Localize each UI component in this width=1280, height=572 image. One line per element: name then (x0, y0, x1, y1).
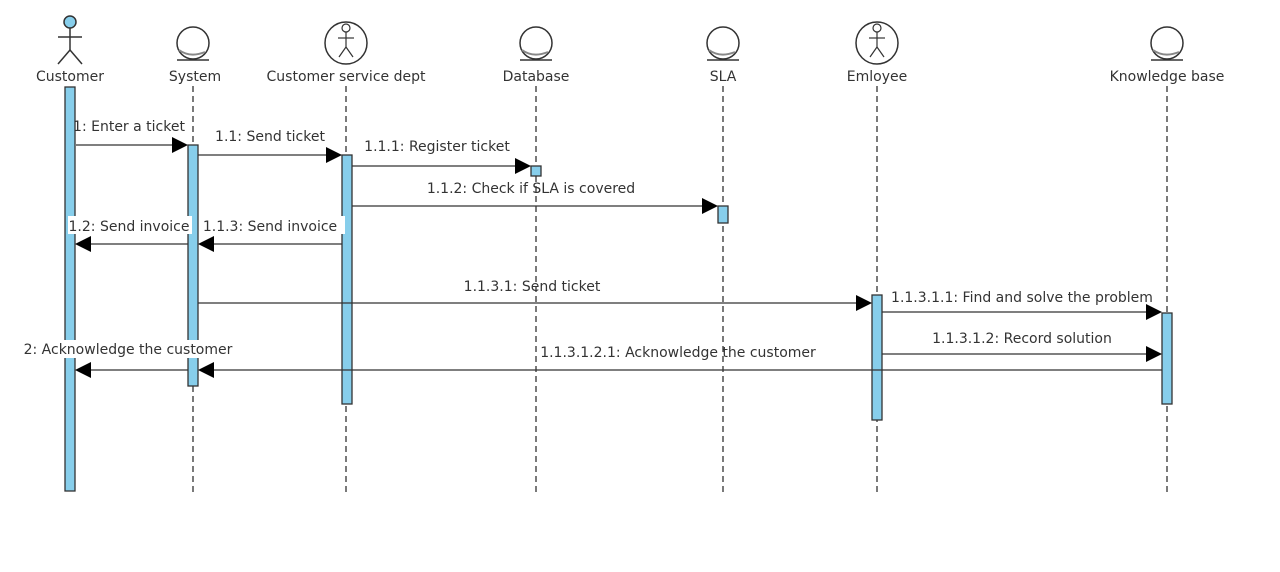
arrowhead-icon (856, 295, 872, 311)
arrowhead-icon (326, 147, 342, 163)
message-record-solution: 1.1.3.1.2: Record solution (882, 331, 1162, 362)
activation-sla (717, 205, 729, 224)
message-send-invoice-customer: 1.2: Send invoice (68, 216, 192, 252)
participant-sla: SLA (706, 26, 740, 85)
participant-customer-service-dept: Customer service dept (267, 21, 426, 85)
activation-customer-service-dept (341, 154, 353, 405)
participant-system: System (169, 26, 221, 85)
arrowhead-icon (1146, 304, 1162, 320)
actor-icon (57, 15, 83, 65)
boundary-circle-icon (519, 26, 553, 61)
message-check-sla: 1.1.2: Check if SLA is covered (352, 181, 718, 214)
message-acknowledge-system: 1.1.3.1.2.1: Acknowledge the customer (198, 345, 1162, 378)
message-label: 2: Acknowledge the customer (24, 342, 233, 358)
arrowhead-icon (172, 137, 188, 153)
activation-knowledge-base (1161, 312, 1173, 405)
arrowhead-icon (75, 362, 91, 378)
message-label: 1.1.3: Send invoice (203, 219, 337, 235)
message-label: 1.1: Send ticket (215, 129, 325, 145)
message-label: 1: Enter a ticket (73, 119, 185, 135)
participant-label-customer: Customer (36, 69, 104, 85)
boundary-circle-icon (1150, 26, 1184, 61)
participant-label-system: System (169, 69, 221, 85)
participant-label-knowledge-base: Knowledge base (1110, 69, 1225, 85)
activation-system (187, 144, 199, 387)
message-enter-ticket: 1: Enter a ticket (73, 119, 188, 153)
participant-label-database: Database (503, 69, 570, 85)
message-send-ticket: 1.1: Send ticket (198, 129, 342, 163)
arrowhead-icon (198, 362, 214, 378)
participant-label-employee: Emloyee (847, 69, 907, 85)
message-send-ticket-employee: 1.1.3.1: Send ticket (198, 279, 872, 311)
message-label: 1.1.3.1: Send ticket (464, 279, 601, 295)
actor-circle-icon (855, 21, 899, 65)
participant-label-sla: SLA (710, 69, 737, 85)
message-register-ticket: 1.1.1: Register ticket (352, 139, 531, 174)
message-label: 1.1.2: Check if SLA is covered (427, 181, 635, 197)
boundary-circle-icon (176, 26, 210, 61)
arrowhead-icon (1146, 346, 1162, 362)
activation-employee (871, 294, 883, 421)
arrowhead-icon (515, 158, 531, 174)
message-find-solve-problem: 1.1.3.1.1: Find and solve the problem (882, 290, 1162, 320)
arrowhead-icon (198, 236, 214, 252)
message-acknowledge-customer: 2: Acknowledge the customer (24, 340, 233, 378)
activation-database (530, 165, 542, 177)
arrowhead-icon (702, 198, 718, 214)
actor-circle-icon (324, 21, 368, 65)
participant-knowledge-base: Knowledge base (1110, 26, 1225, 85)
message-label: 1.1.3.1.1: Find and solve the problem (891, 290, 1153, 306)
participant-employee: Emloyee (847, 21, 907, 85)
participant-database: Database (503, 26, 570, 85)
message-send-invoice-system: 1.1.3: Send invoice (198, 216, 345, 252)
activations (64, 86, 1173, 492)
arrowhead-icon (75, 236, 91, 252)
message-label: 1.1.3.1.2: Record solution (932, 331, 1112, 347)
participant-label-customer-service-dept: Customer service dept (267, 69, 426, 85)
boundary-circle-icon (706, 26, 740, 61)
message-label: 1.1.3.1.2.1: Acknowledge the customer (540, 345, 816, 361)
message-label: 1.2: Send invoice (69, 219, 190, 235)
message-label: 1.1.1: Register ticket (364, 139, 510, 155)
participant-customer: Customer (36, 15, 104, 85)
activation-customer (64, 86, 76, 492)
